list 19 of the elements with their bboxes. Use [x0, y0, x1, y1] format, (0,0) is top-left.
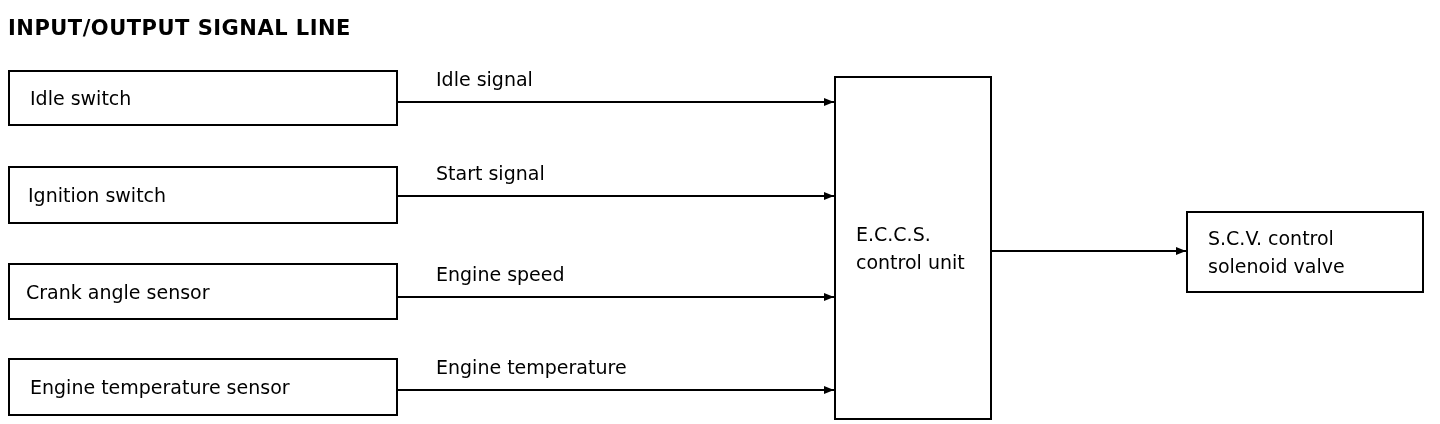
node-label: Engine temperature sensor: [30, 375, 290, 400]
arrow: [397, 293, 835, 301]
node-label: Crank angle sensor: [26, 279, 210, 305]
control-unit-box: [834, 76, 992, 420]
component-box: [8, 70, 398, 126]
node-label: S.C.V. control solenoid valve: [1208, 226, 1346, 279]
node-label: E.C.C.S. control unit: [856, 222, 966, 275]
node-label: Idle switch: [30, 86, 132, 111]
arrow: [397, 386, 835, 394]
component-box: [1186, 211, 1424, 293]
node-label: Ignition switch: [28, 183, 167, 208]
diagram-title: INPUT/OUTPUT SIGNAL LINE: [8, 16, 351, 40]
arrow: [991, 247, 1187, 255]
arrow: [397, 192, 835, 200]
edge-label: Engine temperature: [434, 356, 629, 378]
component-box: [8, 166, 398, 224]
arrow: [397, 98, 835, 106]
component-box: [8, 358, 398, 416]
component-box: [8, 263, 398, 320]
